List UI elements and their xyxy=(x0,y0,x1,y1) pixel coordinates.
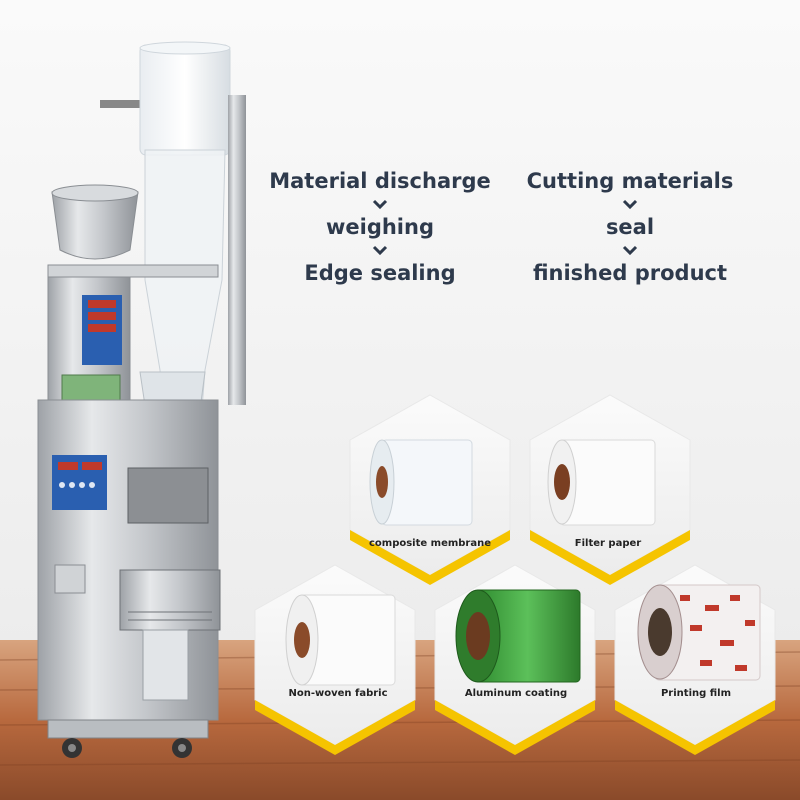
step-cutting-materials: Cutting materials xyxy=(526,169,734,193)
process-right-column: Cutting materials seal finished product xyxy=(500,168,760,286)
step-finished-product: finished product xyxy=(532,261,728,285)
packaging-machine xyxy=(37,41,246,758)
chevron-down-icon xyxy=(372,245,388,256)
material-label-aluminum-coating: Aluminum coating xyxy=(464,688,568,699)
materials-hex-grid xyxy=(254,394,776,755)
chevron-down-icon xyxy=(372,199,388,210)
material-label-composite-membrane: composite membrane xyxy=(368,538,492,549)
material-label-non-woven-fabric: Non-woven fabric xyxy=(288,688,388,699)
process-left-column: Material discharge weighing Edge sealing xyxy=(250,168,510,286)
step-weighing: weighing xyxy=(325,215,434,239)
step-seal: seal xyxy=(605,215,655,239)
material-label-filter-paper: Filter paper xyxy=(574,538,642,549)
process-steps: Material discharge weighing Edge sealing… xyxy=(250,168,770,308)
chevron-down-icon xyxy=(622,245,638,256)
material-label-printing-film: Printing film xyxy=(660,688,732,699)
chevron-down-icon xyxy=(622,199,638,210)
step-material-discharge: Material discharge xyxy=(269,169,491,193)
step-edge-sealing: Edge sealing xyxy=(304,261,456,285)
